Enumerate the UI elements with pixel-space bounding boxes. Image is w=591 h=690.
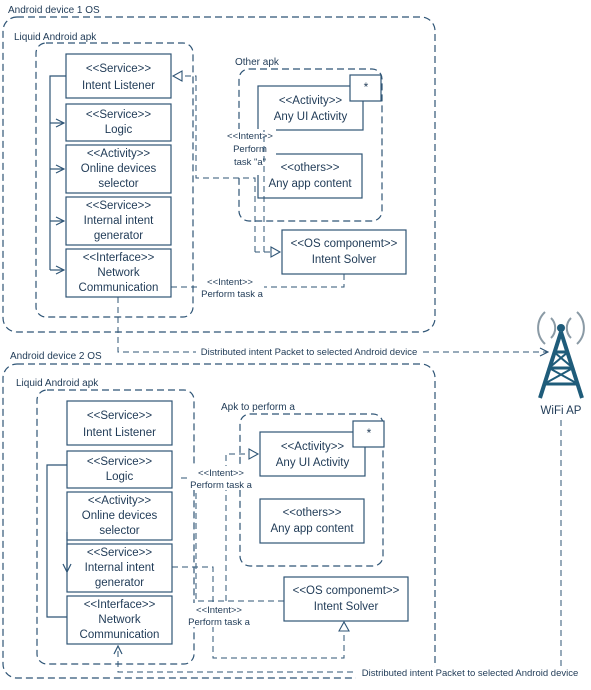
activity-stereotype: <<Activity>> [279,95,343,107]
component-name: Logic [105,124,133,136]
component-name-2: Communication [80,629,160,641]
component-name: Intent Listener [82,80,155,92]
activity-marker: * [367,426,372,440]
apk-perform-title: Apk to perform a [221,402,295,413]
activity-marker: * [364,80,369,94]
component-name: Online devices [81,163,157,175]
device1-intent-bottom-line1: <<Intent>> [207,277,253,288]
component-name: Online devices [82,510,158,522]
device1-component-online-devices-selector: <<Activity>> Online devices selector [65,144,172,194]
os-name: Intent Solver [312,254,377,266]
device2-component-online-devices-selector: <<Activity>> Online devices selector [66,491,173,541]
wifi-tower-icon [537,311,585,399]
os-stereotype: <<OS componemt>> [291,238,398,250]
component-name-2: selector [98,178,138,190]
component-name: Logic [106,471,134,483]
distributed-top-label: Distributed intent Packet to selected An… [201,347,418,358]
device2-component-network-communication: <<Interface>> Network Communication [66,595,173,645]
component-name-2: Communication [79,282,159,294]
component-name: Internal intent [85,562,155,574]
device1-connectors: <<Intent>> Perform task a [171,70,345,300]
component-stereotype: <<Activity>> [87,148,151,160]
component-stereotype: <<Service>> [86,109,151,121]
component-name: Internal intent [84,215,154,227]
device1-component-logic: <<Service>> Logic [65,103,172,142]
activity-name: Any UI Activity [276,457,350,469]
component-stereotype: <<Activity>> [88,495,152,507]
device2-intent-solver: <<OS componemt>> Intent Solver [283,576,409,622]
device2-component-internal-intent-generator: <<Service>> Internal intent generator [66,543,173,593]
wifi-ap: WiFi AP [537,311,585,417]
os-stereotype: <<OS componemt>> [293,585,400,597]
device2-intent-bottom-line1: <<Intent>> [196,605,242,616]
device2-component-intent-listener: <<Service>> Intent Listener [66,400,173,446]
others-stereotype: <<others>> [283,507,342,519]
component-stereotype: <<Interface>> [83,252,155,264]
device2-liquid-apk: Liquid Android apk [16,378,195,665]
device2-container: Android device 2 OS [2,351,436,679]
device1-intent-solver: <<OS componemt>> Intent Solver [281,229,407,275]
device1-any-ui-activity: <<Activity>> Any UI Activity * [257,74,382,131]
device2-intent-bottom-line2: Perform task a [188,617,250,628]
intent-note-line2: Perform [233,144,267,155]
device2-intent-note-line2: Perform task a [190,480,252,491]
component-name: Network [97,267,139,279]
device1-title: Android device 1 OS [8,5,100,16]
device2-any-ui-activity: <<Activity>> Any UI Activity * [259,420,385,477]
device1-internal-arrows [49,75,66,270]
device1-intent-note: <<Intent>> Perform task "a" [224,129,276,175]
component-stereotype: <<Service>> [87,456,152,468]
device2-connectors: <<Intent>> Perform task a <<Intent>> Per… [172,448,350,659]
component-name: Intent Listener [83,427,156,439]
activity-stereotype: <<Activity>> [281,441,345,453]
device1-component-intent-listener: <<Service>> Intent Listener [65,53,172,99]
component-name: Network [98,614,140,626]
component-stereotype: <<Service>> [86,63,151,75]
device2-intent-note-line1: <<Intent>> [198,468,244,479]
device1-liquid-apk-title: Liquid Android apk [14,32,97,43]
device2-any-app-content: <<others>> Any app content [259,498,365,544]
device1-liquid-apk: Liquid Android apk [14,32,194,318]
wifi-label: WiFi AP [541,405,582,417]
others-name: Any app content [268,178,352,190]
os-name: Intent Solver [314,601,379,613]
device1-component-internal-intent-generator: <<Service>> Internal intent generator [65,196,172,246]
device1-intent-bottom-line2: Perform task a [201,289,263,300]
component-stereotype: <<Service>> [86,200,151,212]
component-stereotype: <<Service>> [87,410,152,422]
activity-name: Any UI Activity [274,111,348,123]
others-name: Any app content [270,523,354,535]
component-name-2: selector [99,525,139,537]
device2-component-logic: <<Service>> Logic [66,450,173,489]
distributed-bottom-label: Distributed intent Packet to selected An… [362,668,579,679]
component-name-2: generator [94,230,143,242]
device2-liquid-apk-title: Liquid Android apk [16,378,99,389]
intent-note-line1: <<Intent>> [227,131,273,142]
device2-internal-arrows [46,464,67,618]
component-stereotype: <<Service>> [87,547,152,559]
component-stereotype: <<Interface>> [84,599,156,611]
others-stereotype: <<others>> [281,162,340,174]
distributed-top-connector: Distributed intent Packet to selected An… [117,297,548,358]
device2-title: Android device 2 OS [10,351,102,362]
device1-component-network-communication: <<Interface>> Network Communication [65,248,172,298]
intent-note-line3: task "a" [234,157,266,168]
component-name-2: generator [95,577,144,589]
device1-container: Android device 1 OS [2,5,436,333]
other-apk-title: Other apk [235,57,280,68]
distributed-bottom-connector: Distributed intent Packet to selected An… [118,420,586,679]
